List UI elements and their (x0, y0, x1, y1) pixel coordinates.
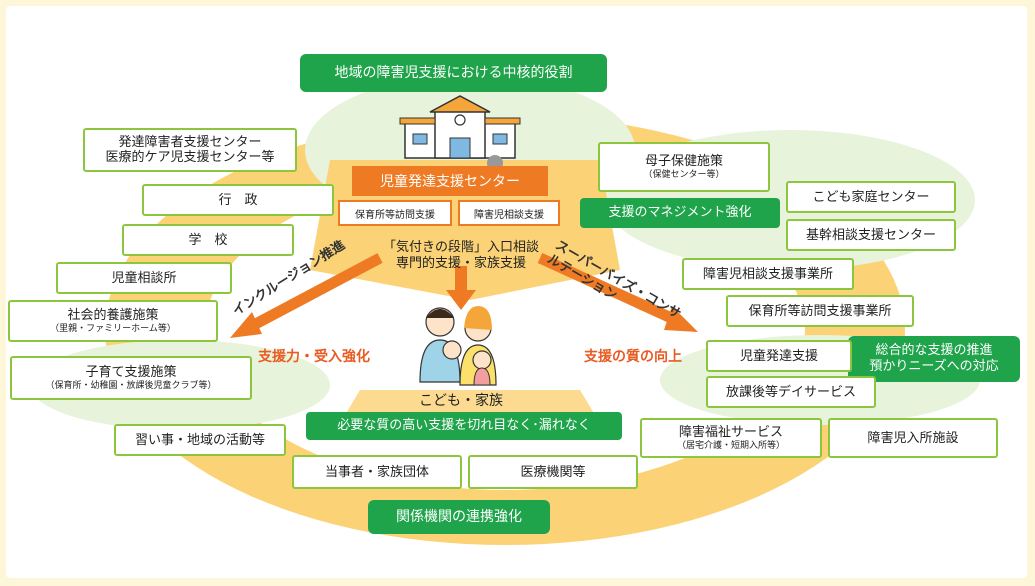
left-box-title: 学 校 (188, 232, 228, 248)
left-box-school: 学 校 (122, 224, 294, 256)
left-box-administration: 行 政 (142, 184, 334, 216)
right-box-title: 母子保健施策 (644, 153, 723, 169)
family-banner-text: 必要な質の高い支援を切れ目なく･漏れなく (337, 418, 591, 433)
left-box-title: 児童相談所 (111, 270, 177, 286)
right-box-core-consultation: 基幹相談支援センター (786, 219, 956, 251)
bottom-box-title: 当事者・家族団体 (324, 464, 429, 480)
comprehensive-line1: 総合的な支援の推進 (875, 343, 993, 358)
bottom-box-title: 医療機関等 (520, 464, 586, 480)
bottom-banner: 関係機関の連携強化 (368, 500, 550, 534)
family-illustration-icon (419, 306, 497, 386)
left-box-social-care: 社会的養護施策 （里親・ファミリーホーム等） (8, 300, 218, 342)
left-box-title: 発達障害者支援センター (118, 135, 262, 150)
right-box-title: 障害福祉サービス (678, 424, 783, 440)
right-box-child-development-support: 児童発達支援 (706, 340, 852, 372)
center-sub-right: 障害児相談支援 (474, 209, 544, 221)
right-box-title: 児童発達支援 (739, 348, 818, 364)
right-box-title: 保育所等訪問支援事業所 (748, 303, 892, 319)
right-box-residential-facility: 障害児入所施設 (828, 418, 998, 458)
left-box-lessons-community: 習い事・地域の活動等 (114, 424, 286, 456)
left-box-child-guidance: 児童相談所 (56, 262, 232, 294)
right-box-maternal-health: 母子保健施策 （保健センター等） (598, 142, 770, 192)
center-line1: 「気付きの段階」入口相談 (382, 240, 539, 255)
family-label: こども・家族 (419, 393, 503, 409)
center-title-box: 児童発達支援センター (352, 166, 548, 196)
left-box-title: 行 政 (218, 192, 258, 208)
right-box-title: 基幹相談支援センター (805, 227, 936, 243)
comprehensive-line2: 預かりニーズへの対応 (869, 359, 999, 374)
family-banner: 必要な質の高い支援を切れ目なく･漏れなく (306, 412, 622, 440)
right-box-after-school-day: 放課後等デイサービス (706, 376, 876, 408)
center-title: 児童発達支援センター (380, 174, 520, 190)
left-box-title: 子育て支援施策 (85, 364, 177, 380)
right-box-sub: （居宅介護・短期入所等） (676, 440, 785, 451)
right-box-title: 障害児入所施設 (867, 430, 959, 446)
right-box-family-center: こども家庭センター (786, 181, 956, 213)
right-orange-arrow (537, 252, 698, 332)
management-banner: 支援のマネジメント強化 (580, 198, 780, 228)
center-sub-left-box: 保育所等訪問支援 (338, 200, 452, 226)
left-box-developmental-support: 発達障害者支援センター 医療的ケア児支援センター等 (83, 128, 297, 172)
left-box-title: 社会的養護施策 (67, 307, 159, 323)
left-box-sub: （保育所・幼稚園・放課後児童クラブ等） (45, 380, 217, 391)
down-orange-arrow (446, 266, 476, 310)
left-orange-arrow (230, 253, 383, 338)
right-box-consultation-office: 障害児相談支援事業所 (682, 258, 854, 290)
right-box-title: 障害児相談支援事業所 (702, 266, 833, 282)
right-box-sub: （保健センター等） (643, 169, 725, 180)
center-sub-left: 保育所等訪問支援 (355, 209, 435, 221)
left-box-sub: 医療的ケア児支援センター等 (105, 150, 275, 165)
right-box-welfare-services: 障害福祉サービス （居宅介護・短期入所等） (640, 418, 822, 458)
left-box-childcare-support: 子育て支援施策 （保育所・幼稚園・放課後児童クラブ等） (10, 356, 252, 400)
top-role-text: 地域の障害児支援における中核的役割 (334, 65, 573, 81)
right-box-title: 放課後等デイサービス (725, 384, 856, 400)
bottom-box-medical: 医療機関等 (468, 455, 638, 489)
left-box-sub: （里親・ファミリーホーム等） (50, 323, 176, 334)
right-box-title: こども家庭センター (812, 189, 930, 205)
left-goal-label: 支援力・受入強化 (258, 349, 370, 365)
building-icon (399, 95, 521, 171)
management-text: 支援のマネジメント強化 (608, 205, 752, 220)
top-role-banner: 地域の障害児支援における中核的役割 (300, 54, 607, 92)
right-goal-label: 支援の質の向上 (584, 349, 682, 365)
bottom-box-family-groups: 当事者・家族団体 (292, 455, 462, 489)
left-box-title: 習い事・地域の活動等 (134, 432, 265, 448)
right-box-visiting-support-office: 保育所等訪問支援事業所 (726, 295, 914, 327)
bottom-banner-text: 関係機関の連携強化 (396, 509, 522, 525)
center-sub-right-box: 障害児相談支援 (458, 200, 560, 226)
comprehensive-banner: 総合的な支援の推進 預かりニーズへの対応 (848, 336, 1020, 382)
center-line2: 専門的支援・家族支援 (395, 256, 526, 271)
